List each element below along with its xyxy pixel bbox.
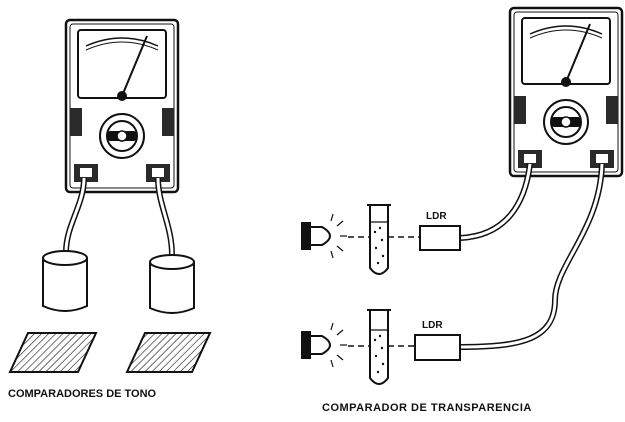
caption-tone-comparators: COMPARADORES DE TONO <box>8 388 157 400</box>
meter-display <box>77 29 167 101</box>
test-tube-bottom <box>367 309 391 385</box>
sample-plate-left <box>8 332 98 373</box>
ldr-sensor-top: LDR <box>419 211 461 251</box>
meter-needle <box>121 35 148 97</box>
tone-sensor-right <box>149 254 195 314</box>
tone-sensor-left <box>42 250 88 312</box>
right-cables <box>459 163 605 350</box>
right-multimeter <box>508 6 624 178</box>
selector-knob <box>543 99 589 145</box>
ldr-sensor-bottom: LDR <box>414 320 461 361</box>
ldr-label: LDR <box>426 211 447 222</box>
ldr-label: LDR <box>422 320 443 331</box>
lamp-top <box>301 213 347 259</box>
meter-needle <box>565 23 591 83</box>
selector-knob <box>99 113 145 159</box>
sample-plate-right <box>125 332 212 373</box>
test-tube-top <box>367 204 391 275</box>
left-multimeter <box>64 18 180 194</box>
meter-display <box>521 17 611 87</box>
left-cables <box>63 177 175 256</box>
caption-transparency-comparator: COMPARADOR DE TRANSPARENCIA <box>322 402 532 414</box>
lamp-bottom <box>301 322 347 368</box>
